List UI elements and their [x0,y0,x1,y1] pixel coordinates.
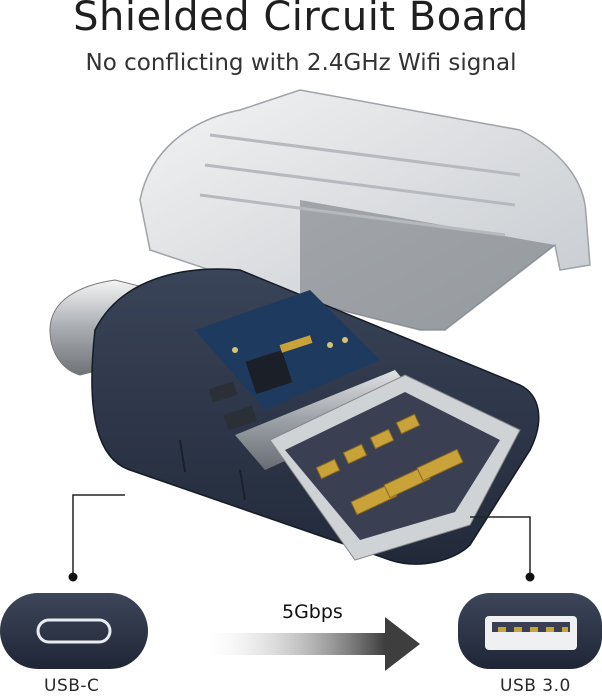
callout-dot-right [525,572,535,582]
speed-label: 5Gbps [282,601,343,623]
callout-dot-left [68,572,78,582]
transparent-cover [139,89,591,331]
page-subtitle: No conflicting with 2.4GHz Wifi signal [85,50,517,76]
usb-3-port-icon [458,593,602,669]
callout-lines [72,494,531,577]
usb-c-label: USB-C [44,676,100,696]
usb-3-label: USB 3.0 [500,676,571,696]
circuit-board [195,290,380,431]
usb-c-port-icon [0,593,148,669]
transfer-arrow [210,617,420,671]
page-title: Shielded Circuit Board [73,0,529,40]
usb-a-port [269,374,521,561]
